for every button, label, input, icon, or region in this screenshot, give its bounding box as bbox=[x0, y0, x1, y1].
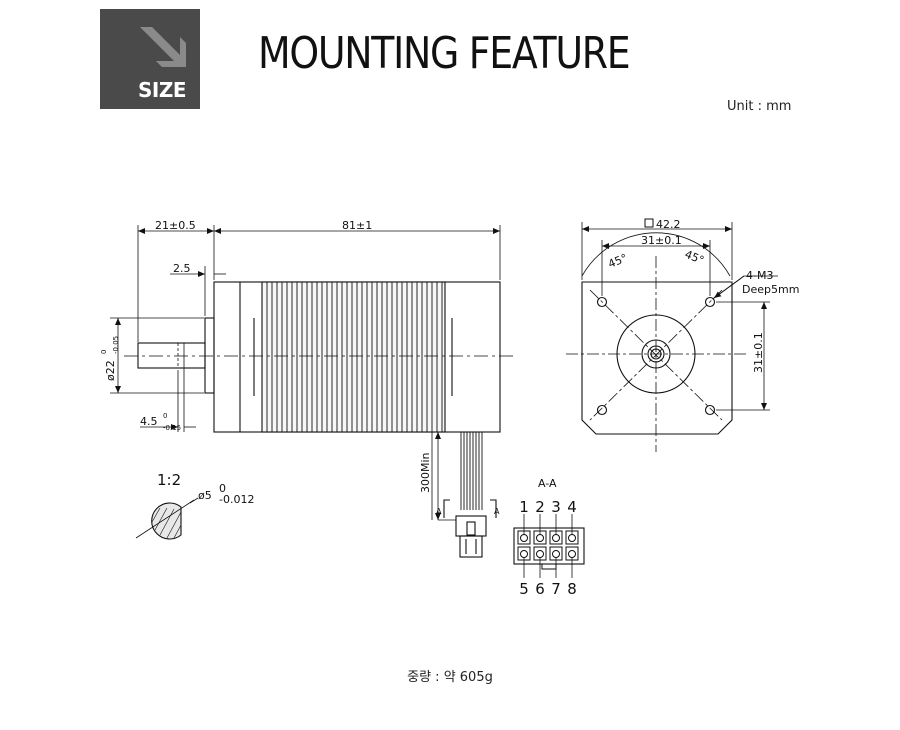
boss-diameter-dim: ø22 bbox=[104, 360, 117, 381]
shaft-diameter-dim: ø5 bbox=[198, 489, 212, 502]
size-badge: SIZE bbox=[100, 9, 200, 109]
pin-label-8: 8 bbox=[567, 580, 577, 598]
connector-body bbox=[513, 527, 585, 565]
boss-length-dim: 2.5 bbox=[173, 262, 191, 275]
shaft bbox=[137, 342, 206, 369]
shaft-tol-lower: -0.012 bbox=[219, 493, 254, 506]
pin-label-4: 4 bbox=[567, 498, 577, 516]
boss-tol-lower: -0.05 bbox=[112, 336, 120, 354]
shaft-detail: 1:2 ø5 0 -0.012 bbox=[135, 471, 254, 540]
boss-tol-upper: 0 bbox=[100, 350, 108, 354]
hole-pitch-v-dim: 31±0.1 bbox=[752, 332, 765, 373]
shaft-length-dim: 21±0.5 bbox=[155, 219, 196, 232]
size-badge-label: SIZE bbox=[137, 78, 187, 102]
flat-tol-lower: -0.15 bbox=[163, 424, 181, 432]
shaft-tol-upper: 0 bbox=[219, 482, 226, 495]
angle-left-dim: 45° bbox=[606, 251, 629, 270]
pin-label-7: 7 bbox=[551, 580, 561, 598]
flat-tol-upper: 0 bbox=[163, 412, 167, 420]
motor-side-view bbox=[124, 281, 515, 558]
section-title: A-A bbox=[538, 477, 557, 490]
tap-spec-label: 4-M3 bbox=[746, 269, 773, 282]
arrow-down-right-icon bbox=[140, 27, 186, 67]
lead-length-dim: 300Min bbox=[419, 452, 432, 493]
pin-label-1: 1 bbox=[519, 498, 529, 516]
flat-depth-dim: 4.5 bbox=[140, 415, 158, 428]
connector-section: A-A 1 2 3 4 5 6 7 8 bbox=[513, 477, 585, 598]
lead-wires bbox=[460, 432, 483, 510]
flange bbox=[581, 281, 733, 435]
pin-label-3: 3 bbox=[551, 498, 561, 516]
boss bbox=[204, 317, 215, 394]
cooling-fins bbox=[266, 282, 443, 432]
pin-label-6: 6 bbox=[535, 580, 545, 598]
flange-square-dim: 42.2 bbox=[656, 218, 681, 231]
section-mark-left: A bbox=[436, 507, 442, 516]
weight-label: 중량 : 약 605g bbox=[407, 670, 493, 685]
section-mark-right: A bbox=[494, 507, 500, 516]
hole-pitch-h-dim: 31±0.1 bbox=[641, 234, 682, 247]
unit-label: Unit : mm bbox=[727, 99, 792, 114]
detail-scale-label: 1:2 bbox=[157, 471, 181, 489]
front-dimensions bbox=[581, 218, 778, 411]
side-dimensions bbox=[110, 225, 501, 521]
angle-right-dim: 45° bbox=[683, 248, 706, 267]
pin-label-2: 2 bbox=[535, 498, 545, 516]
page-title: MOUNTING FEATURE bbox=[258, 28, 631, 79]
mounting-holes bbox=[596, 296, 716, 416]
connector-side bbox=[455, 515, 487, 537]
motor-front-view bbox=[566, 232, 748, 452]
tap-depth-label: Deep5mm bbox=[742, 283, 799, 296]
body-length-dim: 81±1 bbox=[342, 219, 372, 232]
pin-label-5: 5 bbox=[519, 580, 529, 598]
